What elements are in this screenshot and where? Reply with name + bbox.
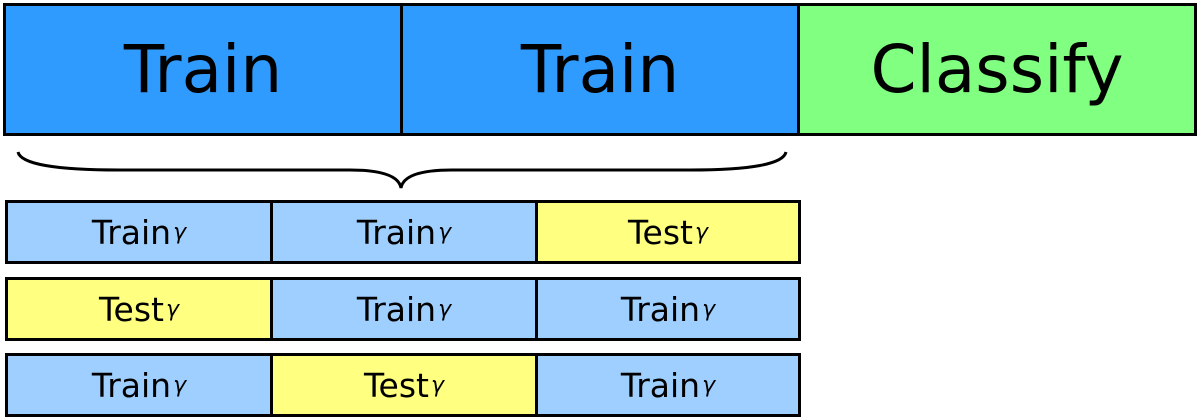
gamma-subscript: γ — [438, 219, 452, 245]
gamma-subscript: γ — [173, 219, 187, 245]
gamma-subscript: γ — [702, 296, 716, 322]
fold-3-part-2-label: Test — [363, 365, 429, 405]
top-train-block-2: Train — [400, 3, 800, 136]
fold-1-part-1-label: Train — [91, 212, 172, 252]
fold-2-part-2-label: Train — [356, 289, 437, 329]
gamma-subscript: γ — [430, 372, 445, 398]
gamma-subscript: γ — [173, 372, 187, 398]
gamma-subscript: γ — [438, 296, 452, 322]
curly-brace-path — [16, 151, 788, 189]
top-classify-block: Classify — [797, 3, 1197, 136]
fold-1-part-2-label: Train — [356, 212, 437, 252]
fold-2-part-1-label: Test — [98, 289, 164, 329]
gamma-subscript: γ — [694, 219, 709, 245]
fold-2-part-3-label: Train — [620, 289, 701, 329]
fold-3-part-1-label: Train — [91, 365, 172, 405]
gamma-subscript: γ — [702, 372, 716, 398]
fold-3-part-3-label: Train — [620, 365, 701, 405]
gamma-subscript: γ — [165, 296, 180, 322]
fold-1-part-3-label: Test — [627, 212, 693, 252]
top-train-block-1: Train — [3, 3, 403, 136]
